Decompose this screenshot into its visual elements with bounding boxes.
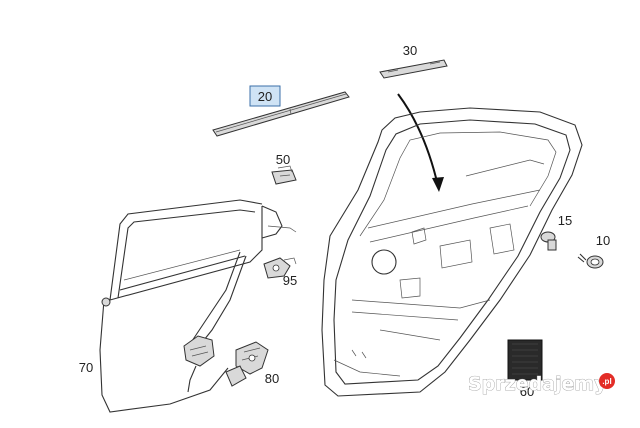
part-50-label: 50 bbox=[276, 152, 290, 167]
rear-door-shell bbox=[321, 107, 583, 397]
part-95-bracket bbox=[263, 257, 297, 279]
part-10-label: 10 bbox=[596, 233, 610, 248]
part-80-label: 80 bbox=[265, 371, 279, 386]
watermark: Sprzedajemy .pl bbox=[468, 373, 615, 395]
watermark-badge: .pl bbox=[602, 377, 611, 386]
part-20-label-box: 20 bbox=[249, 85, 281, 107]
installation-arrow bbox=[397, 93, 444, 192]
part-15-plug bbox=[540, 231, 557, 251]
part-95-label: 95 bbox=[283, 273, 297, 288]
part-80-motor bbox=[225, 341, 269, 387]
part-30-trim-strip bbox=[379, 59, 448, 79]
part-30-label: 30 bbox=[403, 43, 417, 58]
regulator-drum bbox=[183, 335, 215, 393]
part-70-label: 70 bbox=[79, 360, 93, 375]
part-50-clip bbox=[271, 165, 297, 185]
part-15-label: 15 bbox=[558, 213, 572, 228]
watermark-badge-icon bbox=[599, 373, 615, 389]
watermark-text: Sprzedajemy bbox=[468, 373, 607, 395]
part-60-label: 60 bbox=[520, 384, 534, 399]
part-60-pad bbox=[507, 339, 543, 381]
part-20-label: 20 bbox=[258, 89, 272, 104]
window-regulator-frame bbox=[99, 199, 297, 413]
part-10-bolt bbox=[577, 253, 604, 269]
part-20-belt-strip bbox=[212, 91, 350, 137]
